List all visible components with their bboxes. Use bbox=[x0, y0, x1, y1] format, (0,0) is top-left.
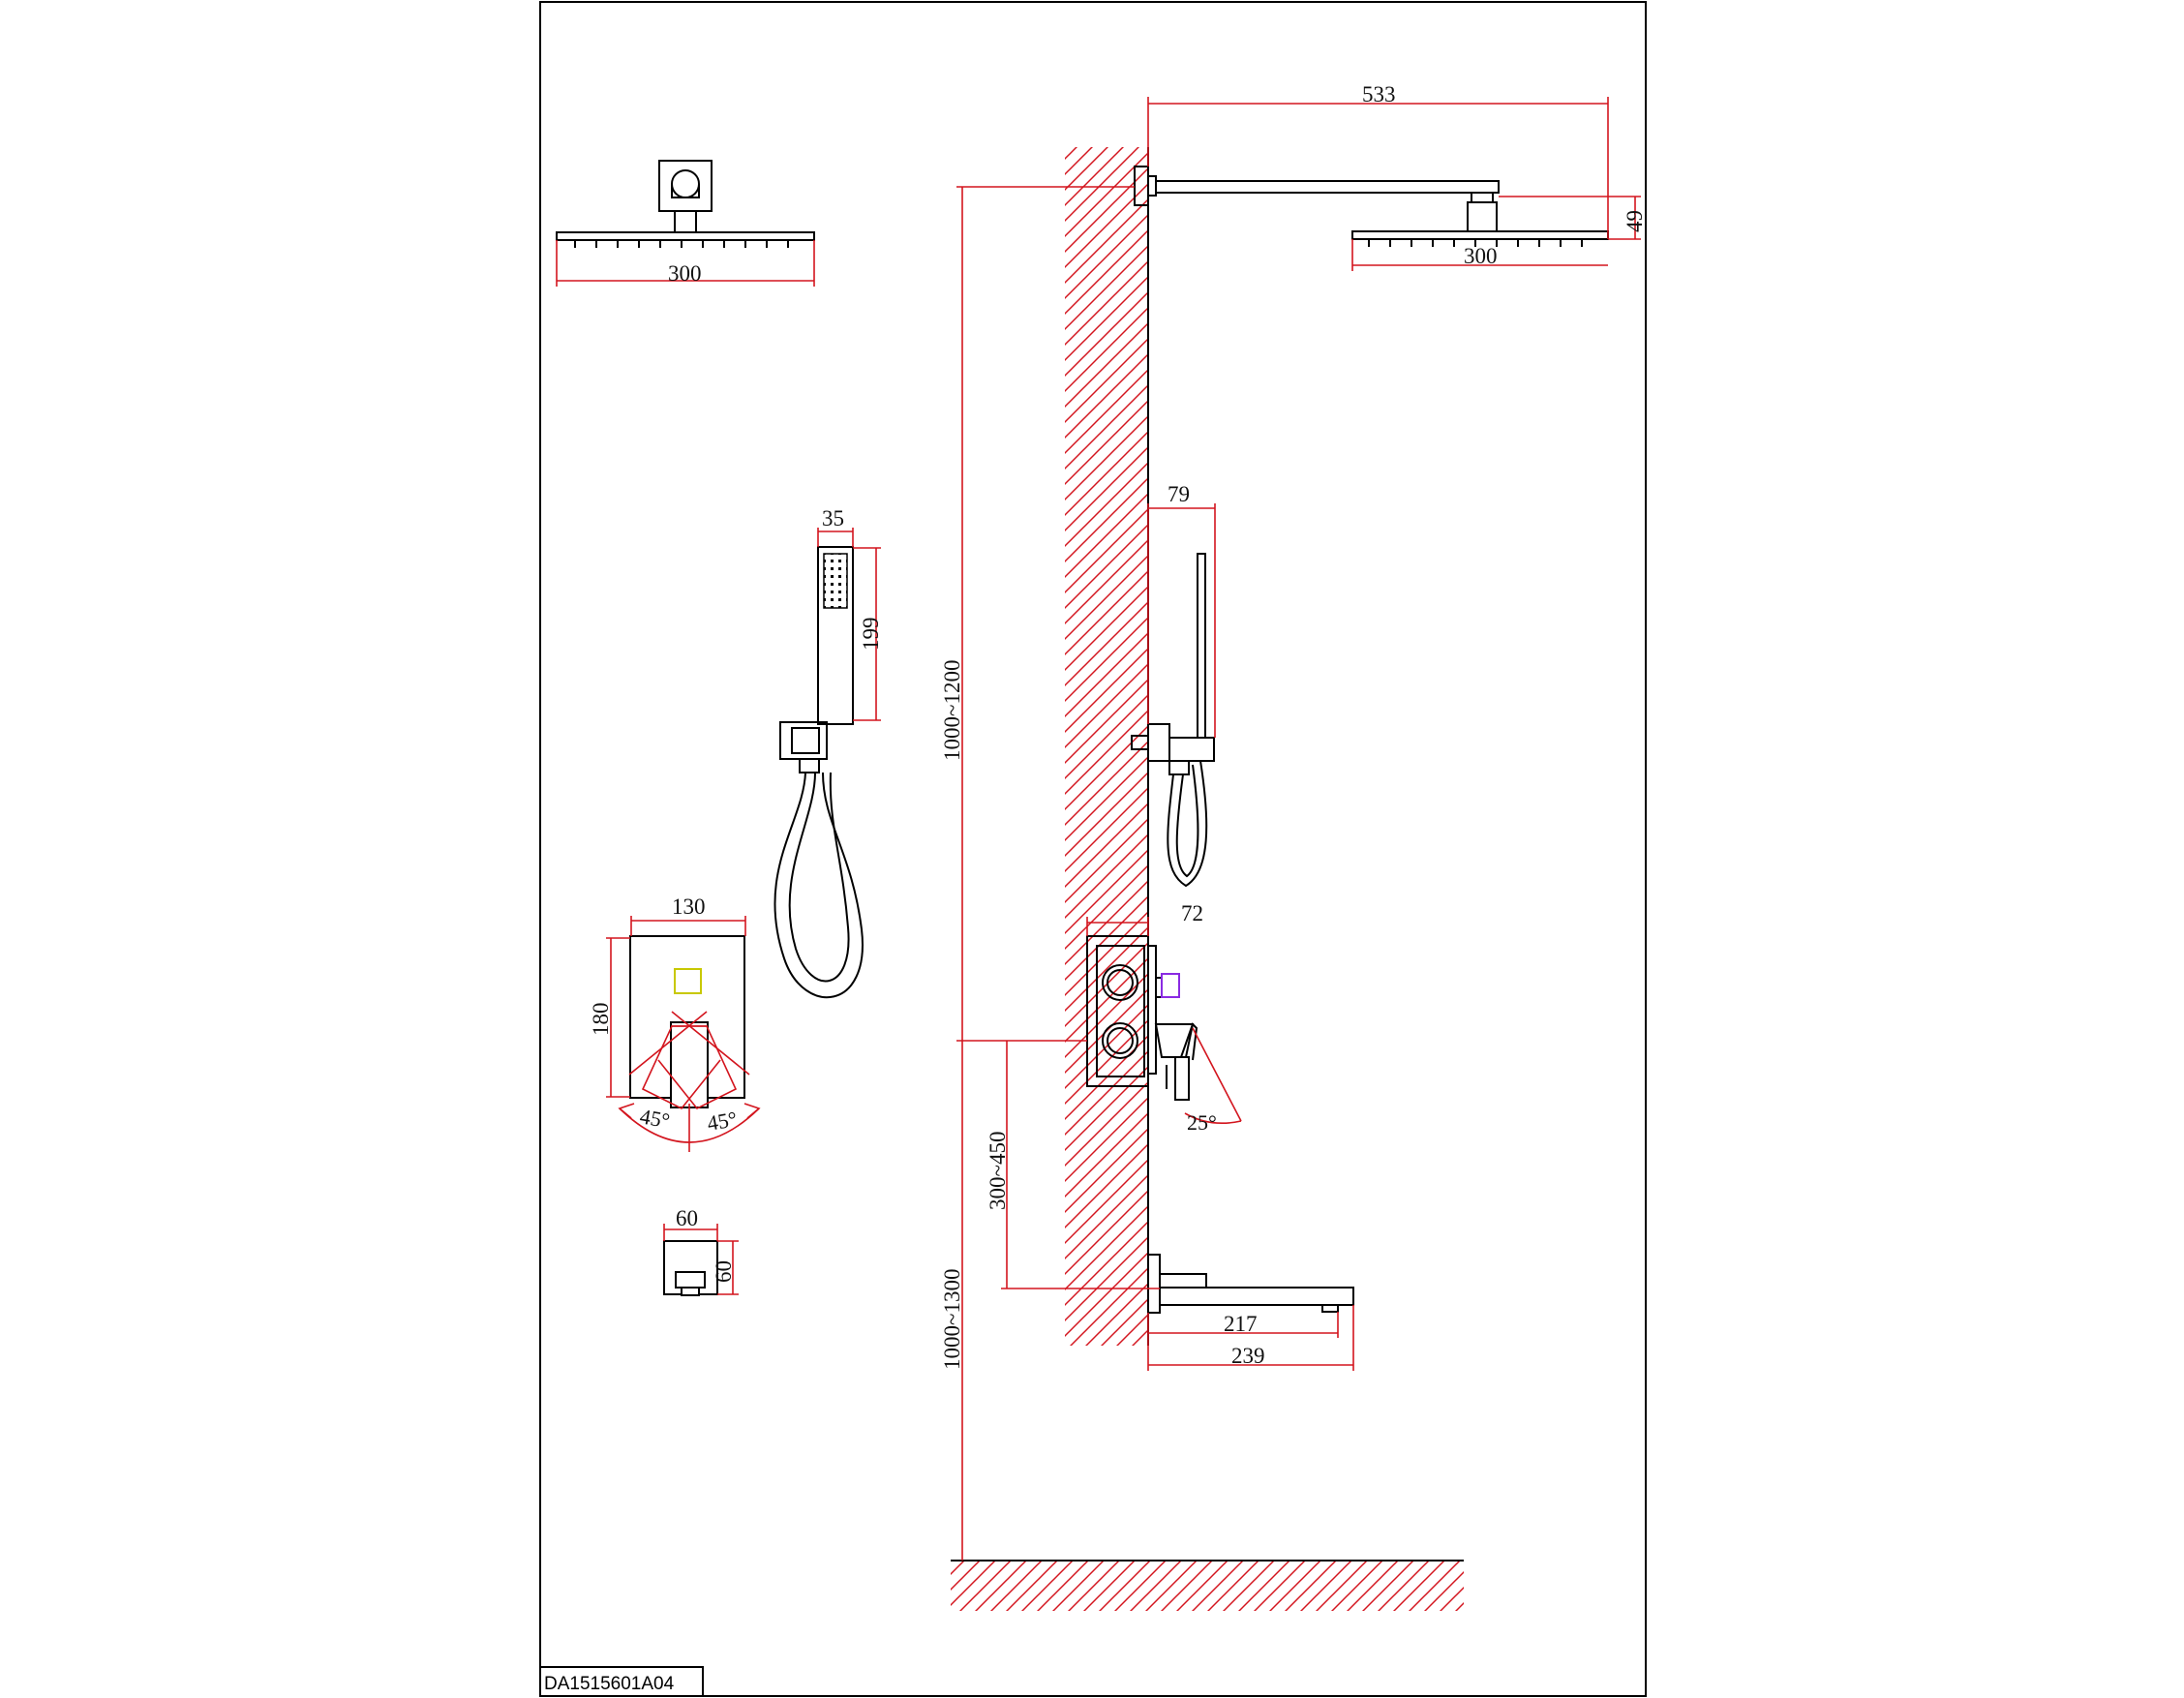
valve-to-spout-label: 300~450 bbox=[986, 1132, 1010, 1210]
rain-head-top-view bbox=[556, 160, 815, 248]
handshower-holder-side-view bbox=[1131, 553, 1215, 888]
nozzle-row bbox=[574, 240, 789, 248]
rotation-right-label: 45° bbox=[706, 1107, 740, 1136]
drawing-code: DA1515601A04 bbox=[544, 1674, 675, 1694]
head-height-range-label: 1000~1200 bbox=[940, 660, 964, 761]
diverter-button bbox=[674, 968, 702, 994]
tub-spout-front-view bbox=[663, 1240, 718, 1296]
sheet-border bbox=[539, 1, 1647, 1697]
floor-section bbox=[951, 1561, 1464, 1611]
dimension-head-width-top bbox=[556, 240, 815, 287]
handshower-width-label: 35 bbox=[822, 506, 844, 531]
handshower-length-label: 199 bbox=[859, 618, 883, 652]
arm-length-label: 533 bbox=[1362, 82, 1396, 106]
head-drop-label: 49 bbox=[1623, 210, 1647, 232]
spout-length-label: 239 bbox=[1231, 1344, 1265, 1368]
dimension-valve bbox=[1086, 917, 1242, 1124]
control-plate-front-view bbox=[618, 935, 761, 1152]
rotation-left-label: 45° bbox=[638, 1104, 672, 1133]
spout-height-label: 60 bbox=[712, 1260, 736, 1283]
valve-projection-label: 72 bbox=[1181, 901, 1203, 925]
dimension-spout-front bbox=[663, 1224, 739, 1295]
spout-width-label: 60 bbox=[676, 1206, 698, 1230]
plate-height-label: 180 bbox=[589, 1003, 613, 1037]
dimension-handshower bbox=[817, 528, 881, 721]
hand-shower-front-view bbox=[774, 546, 864, 999]
diverter-marker bbox=[1161, 973, 1180, 998]
title-block bbox=[539, 1666, 704, 1697]
lever-angle-label: 25° bbox=[1187, 1110, 1217, 1135]
dimension-spout-side bbox=[1147, 1305, 1354, 1371]
dimension-arm-length bbox=[1147, 97, 1641, 271]
spout-height-range-label: 1000~1300 bbox=[940, 1269, 964, 1370]
shower-arm-side-view bbox=[1134, 166, 1609, 247]
spray-face bbox=[823, 553, 848, 609]
head-width-side-label: 300 bbox=[1464, 244, 1498, 268]
head-width-top-label: 300 bbox=[668, 261, 702, 286]
plate-width-label: 130 bbox=[672, 894, 706, 919]
spout-inner-length-label: 217 bbox=[1224, 1312, 1258, 1336]
valve-side-view bbox=[1086, 935, 1198, 1101]
wall-section bbox=[1065, 147, 1148, 1346]
tub-spout-side-view bbox=[1147, 1254, 1354, 1314]
dimension-heights bbox=[956, 186, 1160, 1561]
dimension-plate bbox=[606, 916, 746, 1098]
dimension-holder bbox=[1147, 503, 1216, 738]
holder-projection-label: 79 bbox=[1168, 482, 1190, 506]
